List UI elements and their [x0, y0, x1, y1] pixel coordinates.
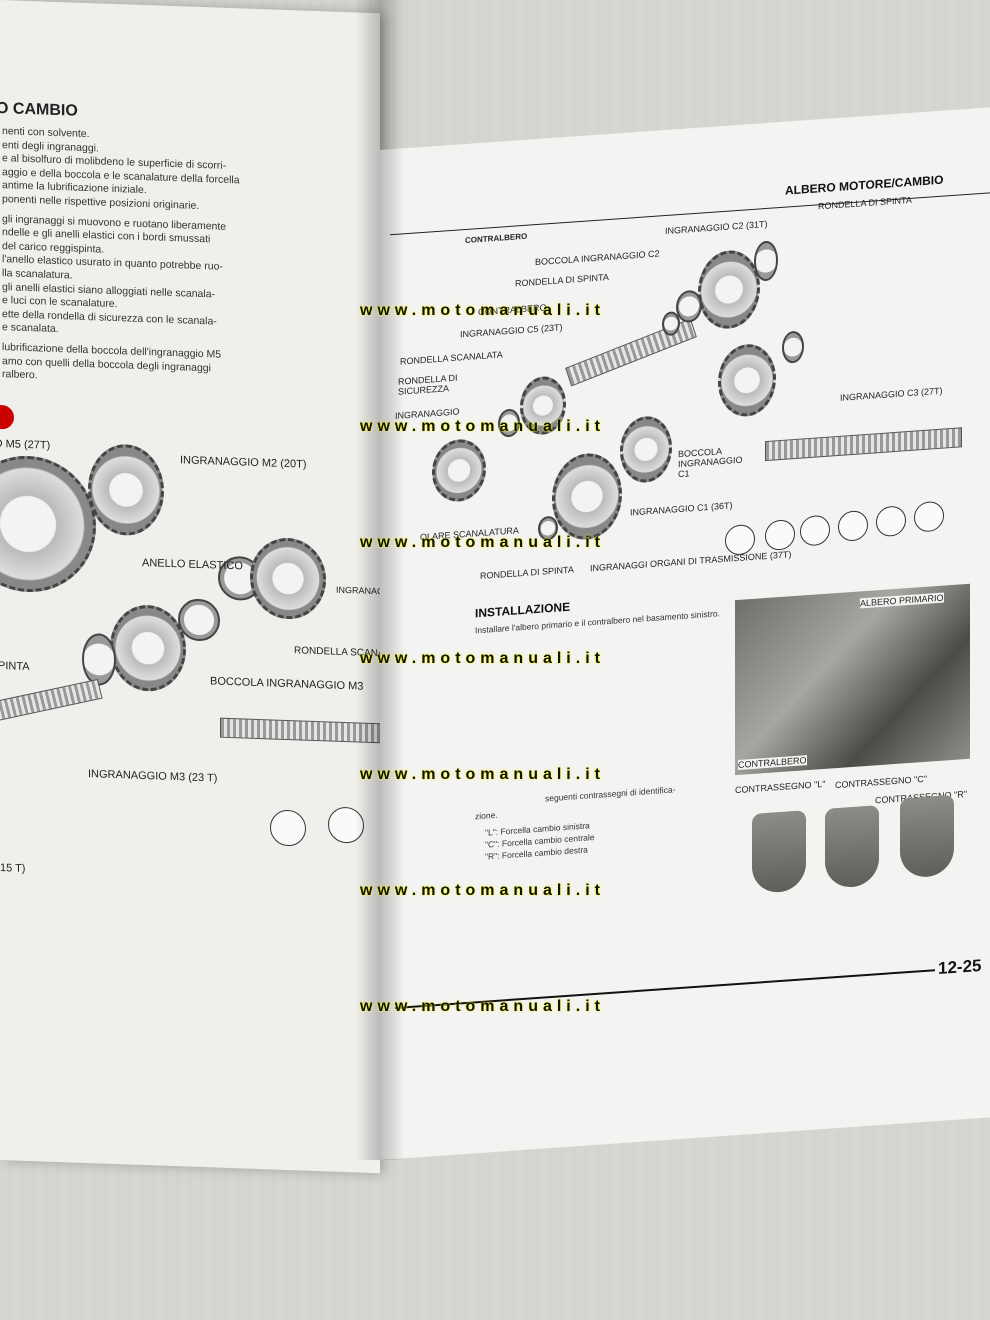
label-rondella-spinta-mid: RONDELLA DI SPINTA — [515, 271, 609, 289]
watermark: www.motomanuali.it — [360, 650, 605, 667]
label-rondella-sicurezza: RONDELLA DI SICUREZZA — [398, 372, 458, 397]
gear-c2 — [698, 248, 760, 331]
watermark: www.motomanuali.it — [360, 302, 605, 319]
gear-m5 — [0, 453, 96, 595]
assembly-photo — [735, 583, 970, 776]
gear-left-small — [432, 437, 486, 504]
label-spinta: PINTA — [0, 659, 30, 674]
page-header: ALBERO MOTORE/CAMBIO — [785, 172, 944, 198]
label-c5: INGRANAGGIO C5 (23T) — [460, 322, 563, 340]
label-rondella-spinta-bot: RONDELLA DI SPINTA — [480, 564, 574, 582]
label-m2: INGRANAGGIO M2 (20T) — [180, 454, 307, 471]
gear-m3 — [110, 603, 186, 693]
drum-circle-2 — [765, 518, 795, 552]
label-rondella-spinta-top: RONDELLA DI SPINTA — [818, 194, 912, 212]
ring-spinta — [82, 632, 116, 687]
label-boccola-m3: BOCCOLA INGRANAGGIO M3 — [210, 675, 364, 693]
fork-intro-2: zione. — [475, 809, 498, 822]
label-fork-c: CONTRASSEGNO "C" — [835, 773, 927, 791]
watermark: www.motomanuali.it — [360, 882, 605, 899]
label-anello: ANELLO ELASTICO — [142, 556, 243, 573]
label-contralbero: CONTRALBERO — [465, 231, 528, 246]
ring-c3-a — [782, 330, 804, 364]
label-boccola-c2: BOCCOLA INGRANAGGIO C2 — [535, 248, 660, 268]
label-m5: O M5 (27T) — [0, 437, 51, 452]
section-title: INSTALLAZIONE — [475, 599, 571, 621]
label-15t: 15 T) — [0, 862, 26, 875]
drum-circle-6 — [914, 500, 944, 533]
drum-circle-5 — [876, 505, 906, 538]
ring-boccola-c2 — [676, 289, 702, 324]
drum-circle-3 — [800, 514, 830, 547]
label-c1: INGRANAGGIO C1 (36T) — [630, 500, 733, 518]
watermark: www.motomanuali.it — [360, 418, 605, 435]
gear-c3 — [718, 342, 776, 419]
fork-c — [825, 805, 879, 889]
gear-organi — [552, 451, 622, 542]
page-number: 12-25 — [938, 955, 982, 978]
watermark: www.motomanuali.it — [360, 998, 605, 1015]
shaft-left — [0, 678, 103, 724]
label-organi: INGRANAGGI ORGANI DI TRASMISSIONE (37T) — [590, 549, 792, 574]
left-text-block: nenti con solvente.enti degli ingranaggi… — [2, 125, 240, 390]
drum-circle-4 — [838, 509, 868, 542]
ring-fragment — [0, 404, 14, 430]
watermark: www.motomanuali.it — [360, 534, 605, 551]
label-c3: INGRANAGGIO C3 (27T) — [840, 385, 943, 403]
ring-boccola — [178, 598, 220, 642]
label-boccola-c1: BOCCOLA INGRANAGGIO C1 — [678, 446, 743, 480]
gear-m-right — [250, 536, 326, 621]
label-m3: INGRANAGGIO M3 (23 T) — [88, 768, 218, 785]
gear-m2 — [88, 443, 164, 537]
fork-r — [900, 794, 954, 879]
fork-intro: seguenti contrassegni di identifica- — [545, 784, 676, 804]
gear-c1 — [620, 414, 672, 485]
fork-l — [752, 810, 806, 894]
ring-spinta-top — [754, 240, 778, 282]
label-fork-l: CONTRASSEGNO "L" — [735, 778, 826, 796]
left-heading: O CAMBIO — [0, 99, 78, 120]
book-gutter — [355, 0, 405, 1160]
watermark: www.motomanuali.it — [360, 766, 605, 783]
label-c2: INGRANAGGIO C2 (31T) — [665, 218, 768, 237]
label-rondella-scanalata: RONDELLA SCANALATA — [400, 349, 503, 367]
detail-circle-1 — [270, 809, 306, 847]
left-page: O CAMBIO nenti con solvente.enti degli i… — [0, 0, 380, 1174]
shift-drum — [765, 427, 962, 462]
